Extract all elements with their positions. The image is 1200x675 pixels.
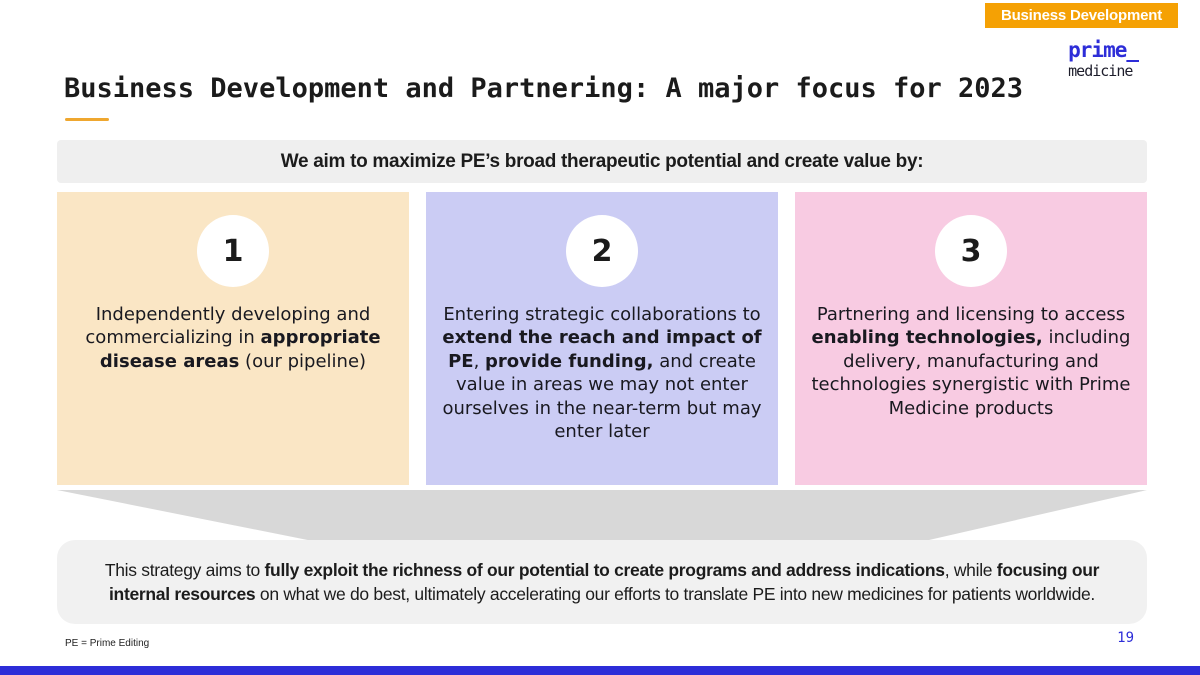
pillar-number-badge-1: 1	[197, 215, 269, 287]
prime-medicine-logo: prime_ medicine	[1068, 38, 1139, 80]
logo-wordmark-sub: medicine	[1068, 62, 1133, 80]
page-number: 19	[1117, 630, 1134, 646]
logo-wordmark: prime_	[1068, 38, 1139, 62]
pillar-text-3: Partnering and licensing to access enabl…	[811, 304, 1131, 419]
pillar-text-1: Independently developing and commerciali…	[85, 304, 381, 372]
intro-banner: We aim to maximize PE’s broad therapeuti…	[57, 140, 1147, 183]
pillar-card-3: 3 Partnering and licensing to access ena…	[795, 192, 1147, 485]
pillar-card-1: 1 Independently developing and commercia…	[57, 192, 409, 485]
pillar-text-2: Entering strategic collaborations to ext…	[442, 304, 762, 442]
section-badge: Business Development	[984, 3, 1178, 28]
pillars-row: 1 Independently developing and commercia…	[57, 192, 1147, 485]
title-underline	[65, 118, 109, 121]
pillar-number-badge-3: 3	[935, 215, 1007, 287]
pillar-number-badge-2: 2	[566, 215, 638, 287]
section-badge-label: Business Development	[1000, 7, 1162, 24]
summary-text: This strategy aims to fully exploit the …	[104, 559, 1100, 605]
intro-banner-text: We aim to maximize PE’s broad therapeuti…	[280, 150, 924, 172]
funnel-arrow-shape	[57, 490, 1147, 540]
bottom-accent-bar	[0, 666, 1200, 675]
pillar-number-3: 3	[960, 233, 982, 269]
pillar-number-2: 2	[591, 233, 613, 269]
footnote: PE = Prime Editing	[65, 638, 150, 649]
summary-panel: This strategy aims to fully exploit the …	[57, 540, 1147, 624]
slide-title: Business Development and Partnering: A m…	[64, 73, 1024, 104]
pillar-number-1: 1	[222, 233, 244, 269]
pillar-card-2: 2 Entering strategic collaborations to e…	[426, 192, 778, 485]
